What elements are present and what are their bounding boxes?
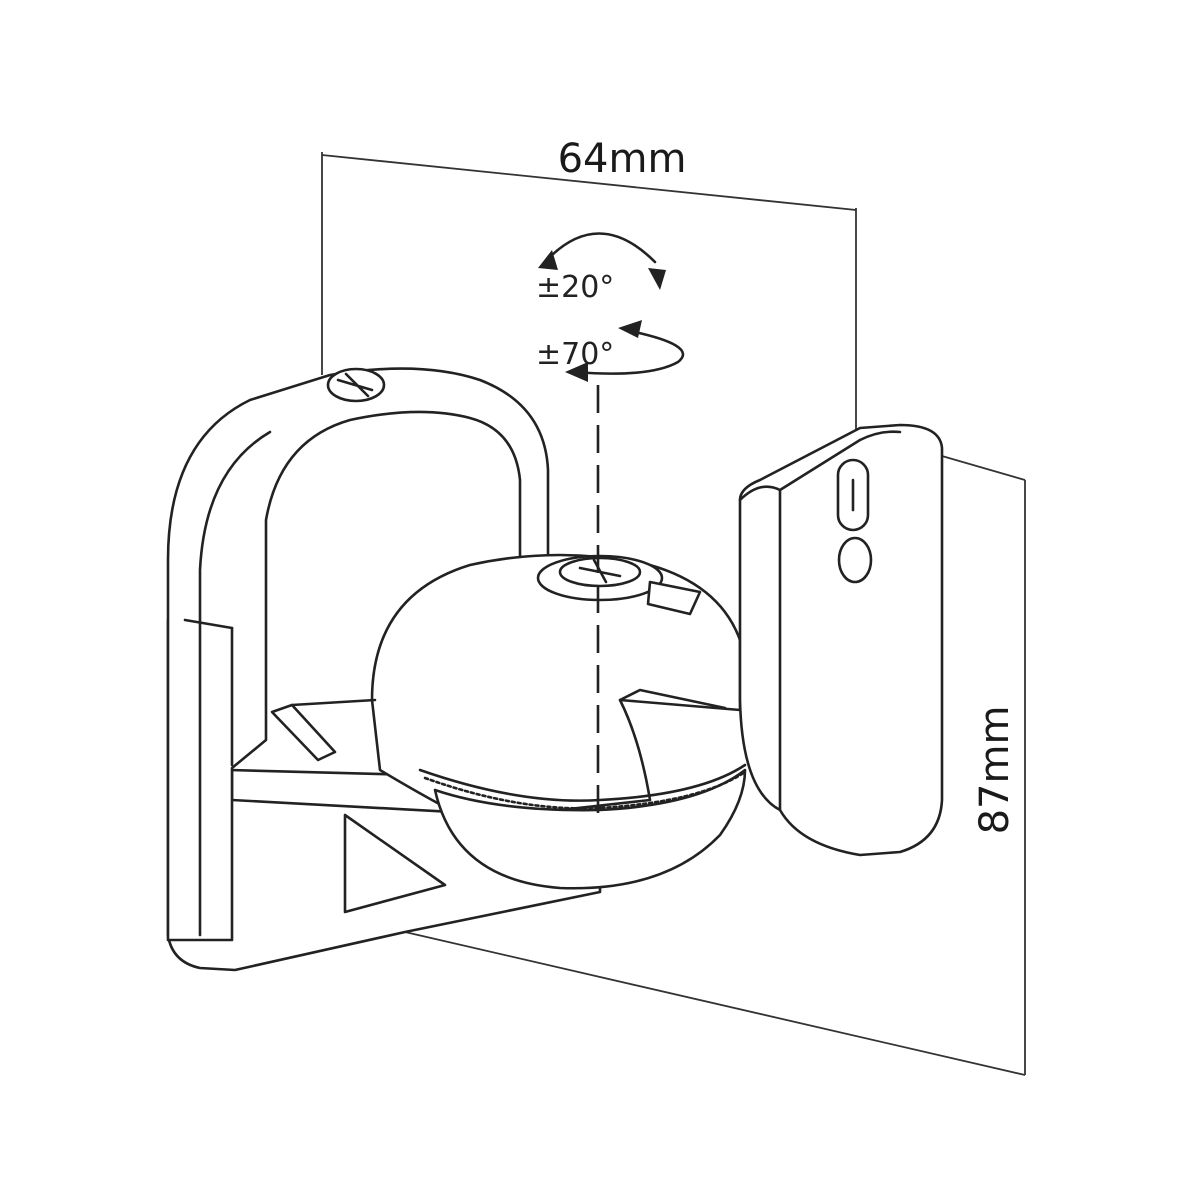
arm-screw-icon bbox=[326, 367, 386, 403]
locking-wedge bbox=[270, 698, 377, 762]
tilt-label: ±20° bbox=[536, 270, 614, 305]
ball-joint bbox=[370, 553, 747, 890]
width-dimension bbox=[321, 152, 857, 432]
arch-arm bbox=[166, 367, 550, 942]
tilt-arrow-icon bbox=[538, 232, 666, 290]
height-extension-bottom bbox=[404, 931, 1026, 1076]
height-label: 87mm bbox=[972, 706, 1018, 835]
height-extension-top bbox=[934, 453, 1026, 481]
swivel-arrow-icon bbox=[565, 320, 685, 382]
speaker-plate bbox=[738, 423, 944, 857]
width-label: 64mm bbox=[558, 136, 687, 182]
width-dimension-line bbox=[321, 154, 857, 211]
ball-screw-icon bbox=[536, 554, 702, 616]
swivel-label: ±70° bbox=[536, 337, 614, 372]
height-dimension bbox=[404, 453, 1026, 1076]
